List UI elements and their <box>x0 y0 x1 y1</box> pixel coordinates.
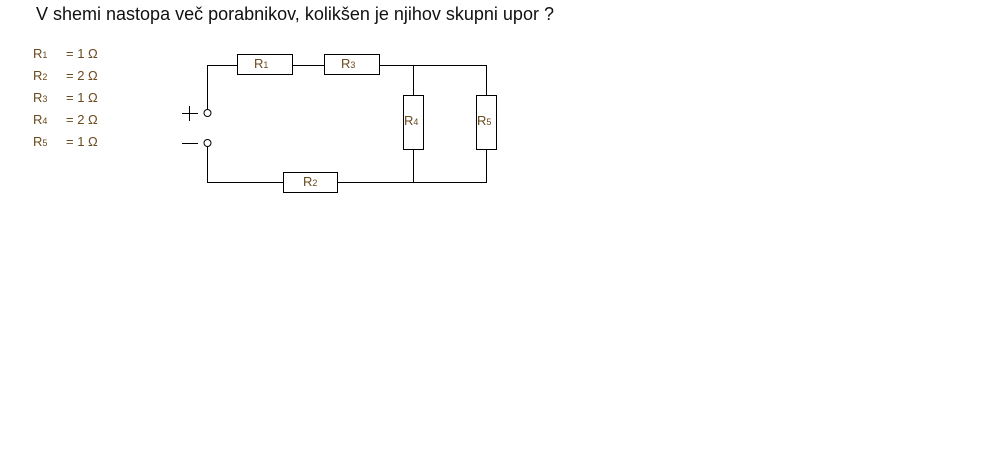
plus-sign-icon <box>182 106 198 121</box>
question-title: V shemi nastopa več porabnikov, kolikšen… <box>36 4 554 24</box>
resistor-value-r2: R2= 2 Ω <box>33 68 98 83</box>
resistor-r1 <box>237 54 293 75</box>
resistor-r4 <box>403 95 424 150</box>
resistor-r5 <box>476 95 497 150</box>
resistor-value-r1: R1= 1 Ω <box>33 46 98 61</box>
label-r2: R2 <box>303 174 318 189</box>
resistor-value-r3: R3= 1 Ω <box>33 90 98 105</box>
label-r1: R1 <box>254 56 269 71</box>
terminal-plus <box>203 109 212 117</box>
label-r5: R5 <box>477 113 492 128</box>
resistor-r2 <box>283 172 338 193</box>
resistor-value-r5: R5= 1 Ω <box>33 134 98 149</box>
resistor-r3 <box>324 54 380 75</box>
label-r3: R3 <box>341 56 356 71</box>
wire-top <box>207 65 487 109</box>
wire-bottom <box>207 147 487 183</box>
resistor-value-r4: R4= 2 Ω <box>33 112 98 127</box>
terminal-minus <box>203 139 212 147</box>
label-r4: R4 <box>404 113 419 128</box>
